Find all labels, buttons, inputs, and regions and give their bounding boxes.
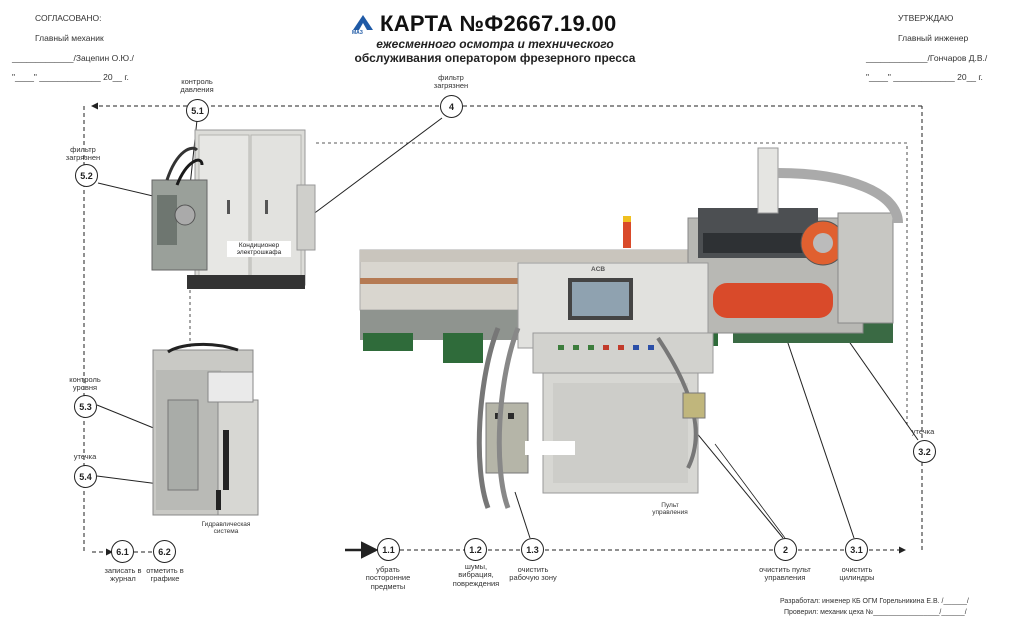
node-3-2: 3.2 <box>913 440 936 463</box>
left-approval-name: _____________/Зацепин О.Ю./ <box>12 53 134 63</box>
left-approval-role: Главный механик <box>35 33 104 43</box>
right-approval-title: УТВЕРЖДАЮ <box>898 13 954 23</box>
page-subtitle-line2: обслуживания оператором фрезерного пресс… <box>354 51 636 65</box>
node-6-1-label: записать в журнал <box>104 566 142 584</box>
node-1-2-label: шумы, вибрация, повреждения <box>452 562 500 588</box>
node-2-label: очистить пульт управления <box>759 565 811 583</box>
node-5-4: 5.4 <box>74 465 97 488</box>
node-1-2: 1.2 <box>464 538 487 561</box>
node-6-1: 6.1 <box>111 540 134 563</box>
left-approval-date: "____" _____________ 20__ г. <box>12 72 129 82</box>
node-3-1: 3.1 <box>845 538 868 561</box>
left-approval-title: СОГЛАСОВАНО: <box>35 13 102 23</box>
node-5-3: 5.3 <box>74 395 97 418</box>
node-6-2-label: отметить в графике <box>146 566 184 584</box>
node-5-4-label: утечка <box>73 452 97 461</box>
hydraulic-system-photo <box>148 340 260 518</box>
node-4: 4 <box>440 95 463 118</box>
node-5-2: 5.2 <box>75 164 98 187</box>
conditioner-cabinet-photo: Кондиционер электрошкафа <box>147 125 319 293</box>
node-2: 2 <box>774 538 797 561</box>
node-5-2-label: фильтр загрязнен <box>65 145 101 163</box>
page-title: КАРТА №Ф2667.19.00 <box>380 11 617 36</box>
node-3-2-label: утечка <box>911 427 935 436</box>
right-approval-name: _____________/Гончаров Д.В./ <box>866 53 988 63</box>
conditioner-caption: Кондиционер электрошкафа <box>227 241 291 258</box>
node-5-1-label: контроль давления <box>180 77 214 95</box>
page-subtitle-line1: ежесменного осмотра и технического <box>376 37 614 51</box>
node-1-1: 1.1 <box>377 538 400 561</box>
console-caption: Пульт управления <box>652 502 688 517</box>
footer-checked: Проверил: механик цеха №________________… <box>784 609 967 616</box>
node-5-3-label: контроль уровня <box>69 375 101 393</box>
hydraulic-caption: Гидравлическая система <box>201 521 251 536</box>
press-and-console-photo: ACB <box>358 138 913 518</box>
node-3-1-label: очистить цилиндры <box>839 565 875 583</box>
logo-text: МАЗ <box>352 30 363 36</box>
node-1-3-label: очистить рабочую зону <box>509 565 557 583</box>
node-1-3: 1.3 <box>521 538 544 561</box>
console-brand-label: ACB <box>591 266 606 273</box>
node-1-1-label: убрать посторонние предметы <box>365 565 411 591</box>
footer-developed: Разработал: инженер КБ ОГМ Горельникина … <box>780 598 969 605</box>
maz-logo: МАЗ <box>350 12 376 36</box>
right-approval-role: Главный инженер <box>898 33 969 43</box>
node-5-1: 5.1 <box>186 99 209 122</box>
node-6-2: 6.2 <box>153 540 176 563</box>
right-approval-date: "____" _____________ 20__ г. <box>866 72 983 82</box>
node-4-label: фильтр загрязнен <box>433 73 469 91</box>
